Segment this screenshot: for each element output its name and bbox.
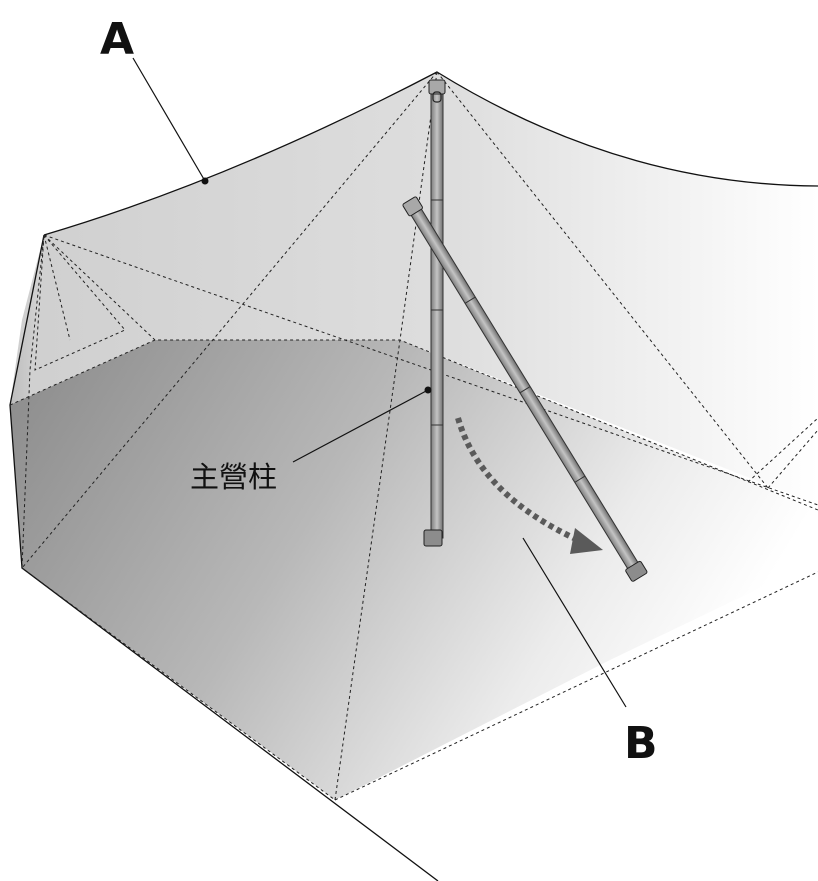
leader-main-pole — [292, 389, 429, 463]
label-b: B — [624, 718, 658, 769]
label-main-pole: 主營柱 — [190, 460, 278, 494]
leader-a — [132, 57, 209, 185]
tent-floor-panel — [10, 340, 818, 800]
label-a: A — [100, 14, 135, 65]
tent-roof-panel — [10, 72, 818, 505]
move-direction-arrow — [455, 417, 603, 554]
main-pole-standing — [423, 79, 446, 547]
leader-b — [522, 537, 627, 708]
main-pole-tilted — [402, 196, 648, 582]
